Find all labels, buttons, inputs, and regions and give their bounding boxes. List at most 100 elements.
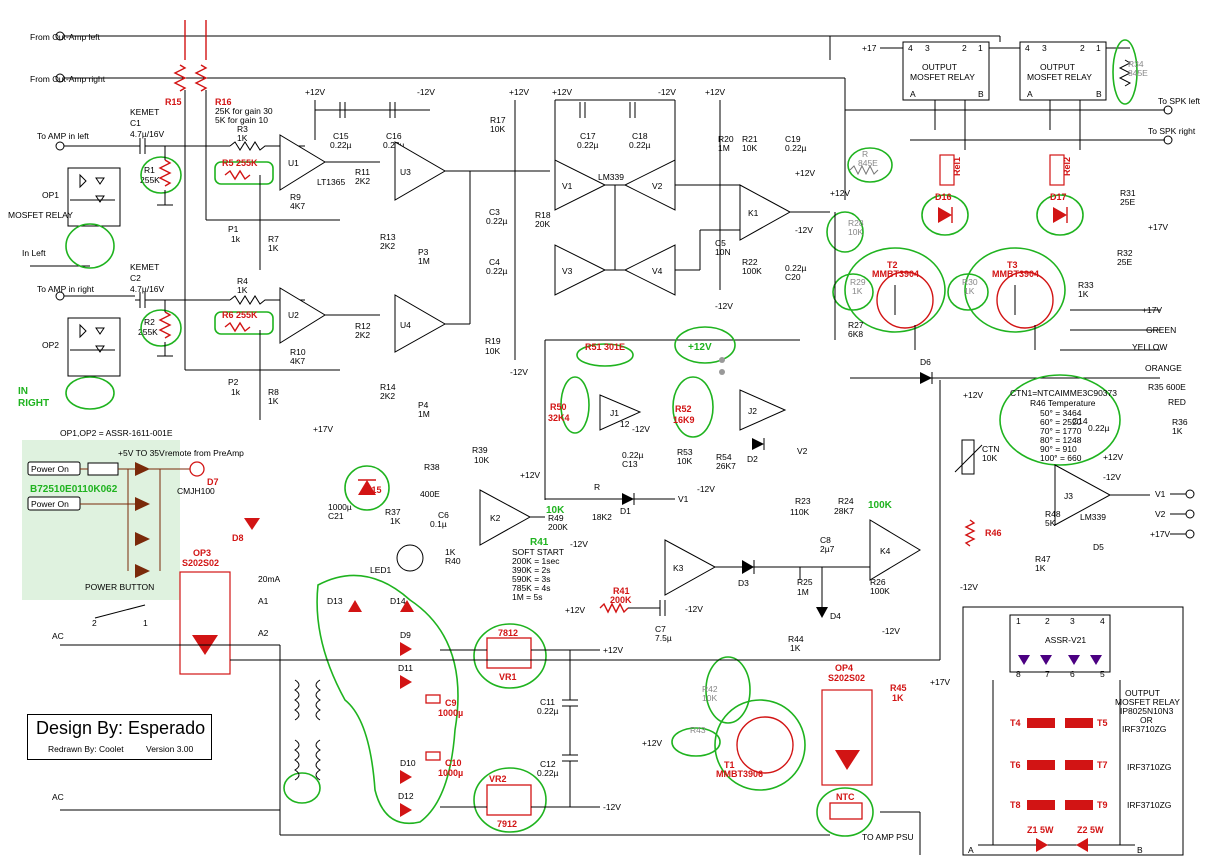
comparator-v4 [623,244,676,296]
label-r35: R35 600E [1148,382,1186,392]
label-r-845e: R [862,149,868,159]
diode-d6 [920,372,932,384]
label-temp-70: 70° = 1770 [1040,426,1082,436]
label-k4: K4 [880,546,891,556]
label-r42: R42 [702,684,718,694]
label-r52: R52 [675,404,692,414]
label-p4: P4 [418,400,429,410]
label-c12-val: 0.22µ [537,768,559,778]
label-r19-val: 10K [485,346,500,356]
label-c20: C20 [785,272,801,282]
label-r18: R18 [535,210,551,220]
marker-t1 [714,699,806,791]
label-u1-p12: +12V [305,87,325,97]
varistor [87,462,119,476]
label-u3: U3 [400,167,411,177]
credits-design: Design By: Esperado [36,718,206,738]
label-r32: R32 [1117,248,1133,258]
label-c13-val: 0.22µ [622,450,644,460]
label-assr-pin3: 3 [1070,616,1075,626]
label-p2: P2 [228,377,239,387]
resistor-r41 [599,602,629,614]
label-c17: C17 [580,131,596,141]
label-d15: D15 [365,485,382,495]
label-assr: ASSR-V21 [1045,635,1086,645]
marker-t3 [964,247,1066,333]
relay-rel2 [1049,154,1065,186]
assr-diode-3 [1068,655,1080,665]
label-r24: R24 [838,496,854,506]
label-irf-2: IRF3710ZG [1127,800,1171,810]
cap-c1 [135,138,230,154]
label-c16-val: 0.22µ [383,140,405,150]
resistor-r-845e [849,164,879,176]
thermistor-ctn [961,439,975,475]
label-u2: U2 [288,310,299,320]
diode-d8 [244,518,260,530]
label-r44-val: 1K [790,643,801,653]
label-temp-60: 60° = 2520 [1040,417,1082,427]
transformer-secondary [315,679,321,781]
opto-op1 [67,167,121,227]
label-k2-p17: +17V [313,424,333,434]
label-spk-left: To SPK left [1158,96,1201,106]
diode-d17 [1053,207,1067,223]
label-v1-out: V1 [678,494,689,504]
label-r41-p12: +12V [565,605,585,615]
label-r26: R26 [870,577,886,587]
label-c3: C3 [489,207,500,217]
label-k1-m12: -12V [795,225,813,235]
label-u4: U4 [400,320,411,330]
label-irf-1: IRF3710ZG [1127,762,1171,772]
marker-r34 [1112,39,1138,105]
opamp-u2 [279,287,326,344]
label-d13: D13 [327,596,343,606]
mosfet-t7 [1065,760,1093,770]
label-r11-val: 2K2 [355,176,370,186]
label-r52-val: 16K9 [673,415,695,425]
label-r16-note2: 5K for gain 10 [215,115,268,125]
label-j1-pin12: 12 [620,419,630,429]
label-c17-val: 0.22µ [577,140,599,150]
label-temp-90: 90° = 910 [1040,444,1077,454]
label-d11: D11 [398,663,413,673]
label-vr1-out: +12V [603,645,623,655]
label-p4-val: 1M [418,409,430,419]
label-k3: K3 [673,563,684,573]
output-relay-left [902,41,990,101]
label-r25: R25 [797,577,813,587]
label-r28-val: 10K [848,227,863,237]
label-temp-80: 80° = 1248 [1040,435,1082,445]
label-b72510: B72510E0110K062 [30,484,118,495]
label-t1-part: MMBT3906 [716,769,763,779]
label-yellow: YELLOW [1132,342,1167,352]
comparator-k3 [664,539,717,596]
label-j3-p12: +12V [1103,452,1123,462]
label-k2: K2 [490,513,501,523]
label-c2: C2 [130,273,141,283]
label-op4-part: S202S02 [828,673,865,683]
marker-p12-j [674,326,736,364]
label-r17-val: 10K [490,124,505,134]
diode-power-3 [135,532,150,546]
label-r16-note1: 25K for gain 30 [215,106,273,116]
label-r15: R15 [165,97,182,107]
label-op3: OP3 [193,548,211,558]
opamp-u4 [394,294,447,353]
label-conn-p17: +17V [1150,529,1170,539]
label-c8-val: 2µ7 [820,544,835,554]
label-relay-right-pinB: B [1096,89,1102,99]
marker-r29 [832,273,874,311]
label-rel1: Rel1 [952,157,962,176]
marker-r30 [947,273,989,311]
label-in-right: IN [18,386,28,397]
label-r43-p12: +12V [642,738,662,748]
label-ac-2: AC [52,792,64,802]
label-block-b: B [1137,845,1143,855]
label-k1-p12-b: +12V [795,168,815,178]
label-d1: D1 [620,506,631,516]
label-c13: C13 [622,459,638,469]
label-in-right-2: RIGHT [18,398,49,409]
mosfet-t8 [1027,800,1055,810]
label-r3: R3 [237,124,248,134]
